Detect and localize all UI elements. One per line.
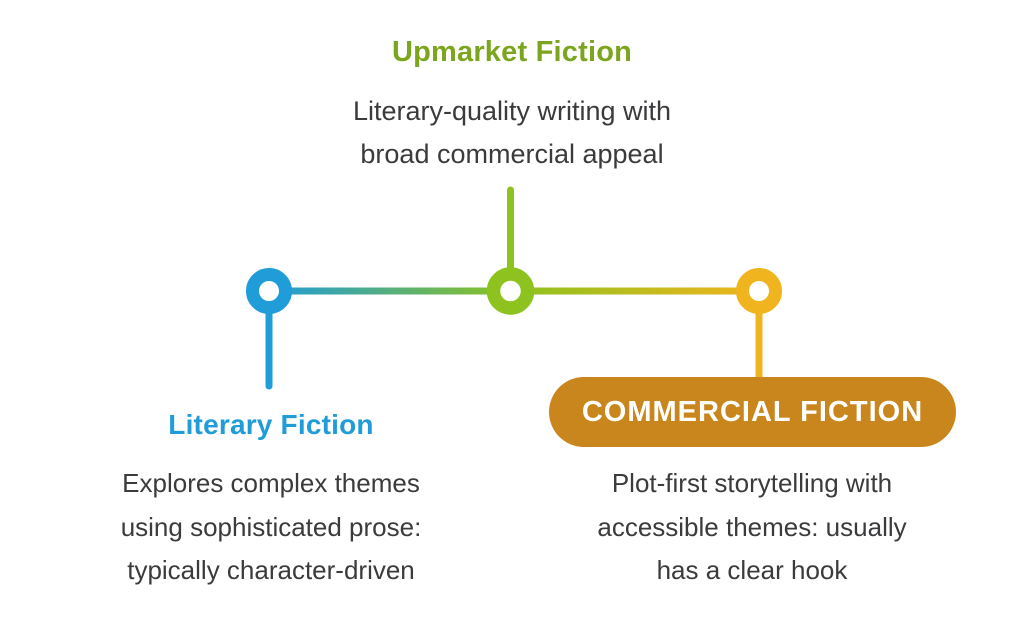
- upmarket-title: Upmarket Fiction: [391, 36, 633, 68]
- upmarket-description: Literary-quality writing with broad comm…: [352, 96, 672, 169]
- commercial-description: Plot-first storytelling with accessible …: [597, 468, 907, 585]
- literary-title: Literary Fiction: [168, 409, 374, 440]
- commercial-node-ring: [736, 268, 782, 314]
- upmarket-node-ring: [486, 267, 535, 315]
- literary-node-ring: [246, 268, 292, 314]
- literary-description: Explores complex themes using sophistica…: [120, 468, 422, 585]
- commercial-title-badge: COMMERCIAL FICTION: [549, 377, 956, 447]
